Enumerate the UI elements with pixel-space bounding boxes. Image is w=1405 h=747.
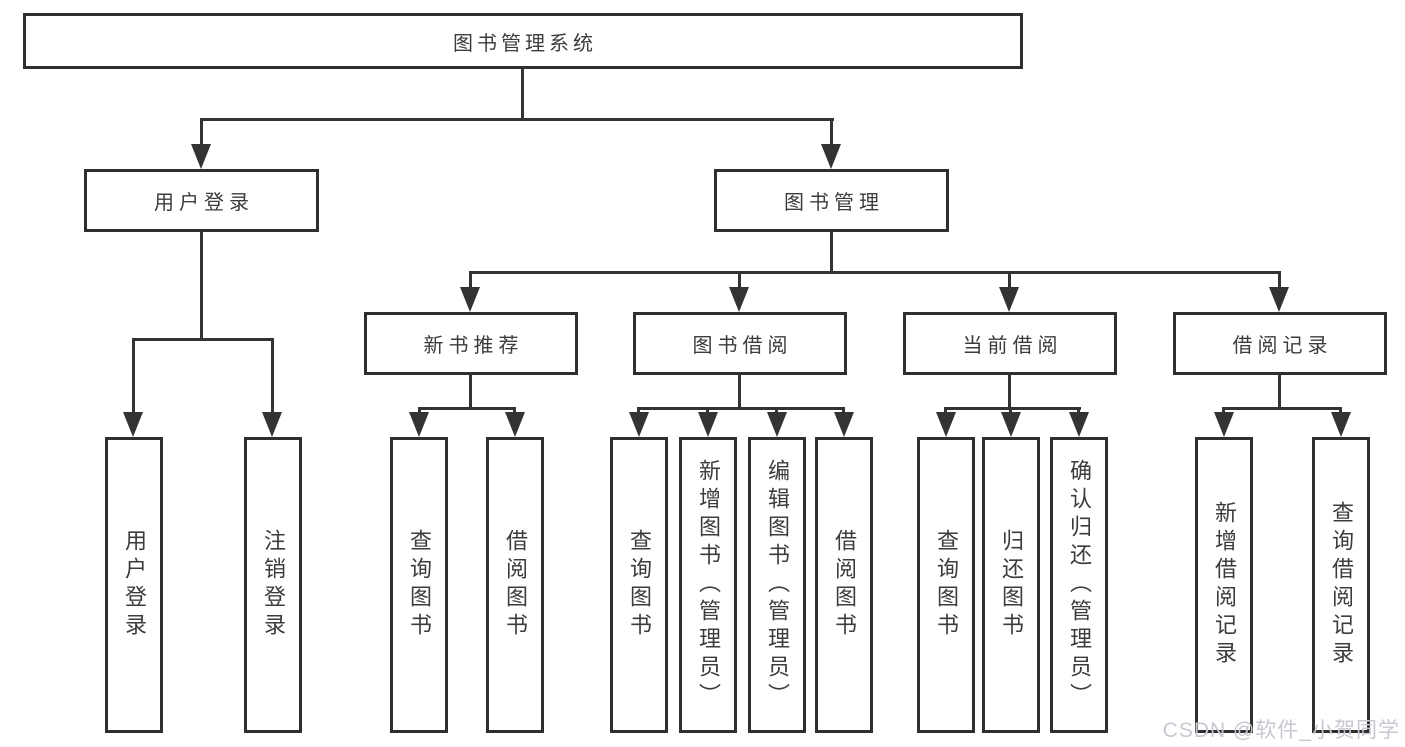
leaf-query-books-recommend: 查询图书 (390, 437, 448, 733)
leaf-user-login: 用户登录 (105, 437, 163, 733)
connector-arrow (1214, 412, 1234, 437)
csdn-watermark: CSDN @软件_小贺同学 (1162, 719, 1400, 742)
connector-line (200, 121, 203, 146)
connector-arrow (999, 287, 1019, 312)
connector-line (132, 341, 135, 415)
connector-line (521, 69, 524, 121)
leaf-borrow-books-borrowing: 借阅图书 (815, 437, 873, 733)
connector-line (1278, 375, 1281, 410)
node-label: 确认归还（管理员） (1067, 459, 1092, 711)
connector-line (738, 274, 741, 290)
node-current-borrowing: 当前借阅 (903, 312, 1117, 375)
connector-line (1222, 407, 1342, 410)
node-label: 新书推荐 (423, 335, 524, 357)
node-label: 图书借阅 (692, 335, 793, 357)
node-label: 编辑图书（管理员） (765, 459, 790, 711)
node-label: 查询图书 (934, 529, 959, 641)
node-label: 归还图书 (999, 529, 1024, 641)
connector-arrow (409, 412, 429, 437)
leaf-edit-book-admin: 编辑图书（管理员） (748, 437, 806, 733)
connector-arrow (505, 412, 525, 437)
connector-line (830, 121, 833, 146)
node-library-system: 图书管理系统 (23, 13, 1023, 69)
leaf-logout: 注销登录 (244, 437, 302, 733)
connector-arrow (629, 412, 649, 437)
node-label: 当前借阅 (962, 335, 1063, 357)
node-borrowing-records: 借阅记录 (1173, 312, 1387, 375)
connector-arrow (1069, 412, 1089, 437)
connector-arrow (698, 412, 718, 437)
connector-arrow (936, 412, 956, 437)
connector-arrow (1269, 287, 1289, 312)
node-label: 借阅记录 (1232, 335, 1333, 357)
node-label: 查询借阅记录 (1329, 501, 1354, 669)
node-book-management: 图书管理 (714, 169, 949, 232)
connector-arrow (767, 412, 787, 437)
leaf-add-book-admin: 新增图书（管理员） (679, 437, 737, 733)
leaf-return-books: 归还图书 (982, 437, 1040, 733)
leaf-query-books-current: 查询图书 (917, 437, 975, 733)
node-label: 用户登录 (122, 529, 147, 641)
connector-arrow (1001, 412, 1021, 437)
connector-line (271, 341, 274, 415)
node-label: 查询图书 (627, 529, 652, 641)
connector-arrow (821, 144, 841, 169)
node-label: 注销登录 (261, 529, 286, 641)
connector-line (738, 375, 741, 410)
connector-line (1008, 375, 1011, 410)
connector-line (132, 338, 274, 341)
connector-line (830, 232, 833, 274)
node-label: 用户登录 (154, 192, 254, 214)
connector-line (637, 407, 845, 410)
connector-arrow (123, 412, 143, 437)
node-label: 图书管理 (784, 192, 884, 214)
leaf-add-borrow-record: 新增借阅记录 (1195, 437, 1253, 733)
node-label: 查询图书 (407, 529, 432, 641)
node-new-book-recommend: 新书推荐 (364, 312, 578, 375)
connector-line (200, 118, 834, 121)
node-label: 新增借阅记录 (1212, 501, 1237, 669)
leaf-confirm-return-admin: 确认归还（管理员） (1050, 437, 1108, 733)
connector-arrow (460, 287, 480, 312)
leaf-borrow-books-recommend: 借阅图书 (486, 437, 544, 733)
node-label: 借阅图书 (503, 529, 528, 641)
connector-line (200, 232, 203, 341)
connector-line (418, 407, 516, 410)
connector-arrow (262, 412, 282, 437)
leaf-query-borrow-record: 查询借阅记录 (1312, 437, 1370, 733)
node-label: 图书管理系统 (453, 32, 597, 55)
connector-line (469, 274, 472, 290)
connector-line (944, 407, 1081, 410)
connector-line (1278, 274, 1281, 290)
leaf-query-books-borrowing: 查询图书 (610, 437, 668, 733)
node-book-borrowing: 图书借阅 (633, 312, 847, 375)
node-label: 新增图书（管理员） (696, 459, 721, 711)
connector-arrow (834, 412, 854, 437)
connector-line (1008, 274, 1011, 290)
node-user-login: 用户登录 (84, 169, 319, 232)
connector-line (469, 375, 472, 410)
connector-arrow (1331, 412, 1351, 437)
connector-arrow (729, 287, 749, 312)
connector-line (469, 271, 1281, 274)
node-label: 借阅图书 (832, 529, 857, 641)
connector-arrow (191, 144, 211, 169)
